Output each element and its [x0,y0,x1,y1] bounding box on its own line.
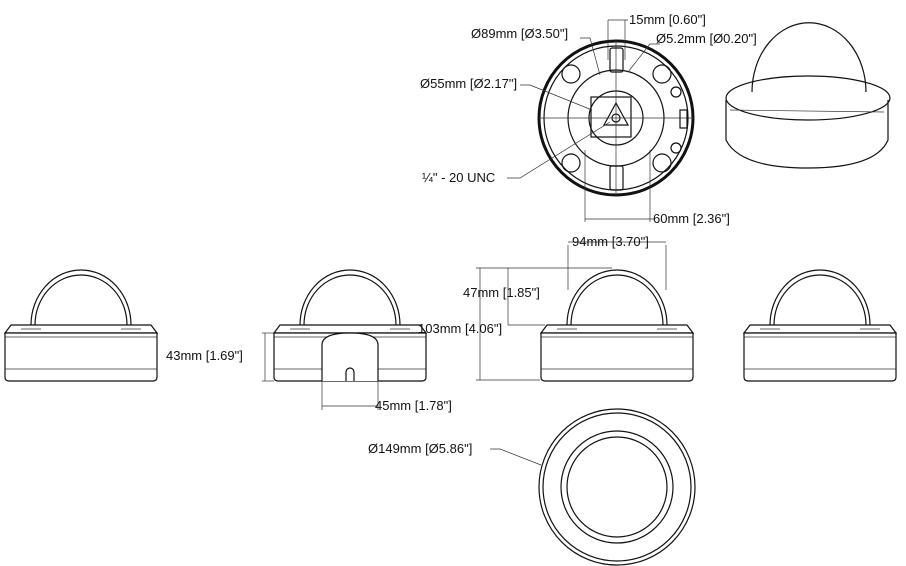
conduit-width-label: 45mm [1.78"] [375,398,452,413]
bottom-view [537,39,695,197]
perspective-view [725,22,891,169]
hole-spacing-label: 60mm [2.36"] [653,211,730,226]
inner-circle-label: Ø55mm [Ø2.17"] [420,76,517,91]
outer-diameter-label: Ø149mm [Ø5.86"] [368,441,472,456]
mount-circle-label: Ø89mm [Ø3.50"] [471,26,568,41]
side-view-4 [743,269,897,382]
dimension-lines [262,19,667,466]
total-height-label: 103mm [4.06"] [418,321,502,336]
base-height-label: 43mm [1.69"] [166,348,243,363]
side-view-2 [273,269,427,382]
hole-diameter-label: Ø5.2mm [Ø0.20"] [656,31,757,46]
top-view [538,408,696,566]
side-view-3 [540,269,694,382]
side-view-1 [4,269,158,382]
slot-width-label: 15mm [0.60"] [629,12,706,27]
dome-width-label: 94mm [3.70"] [572,234,649,249]
dome-height-label: 47mm [1.85"] [463,285,540,300]
thread-label: ¼" - 20 UNC [422,170,495,185]
